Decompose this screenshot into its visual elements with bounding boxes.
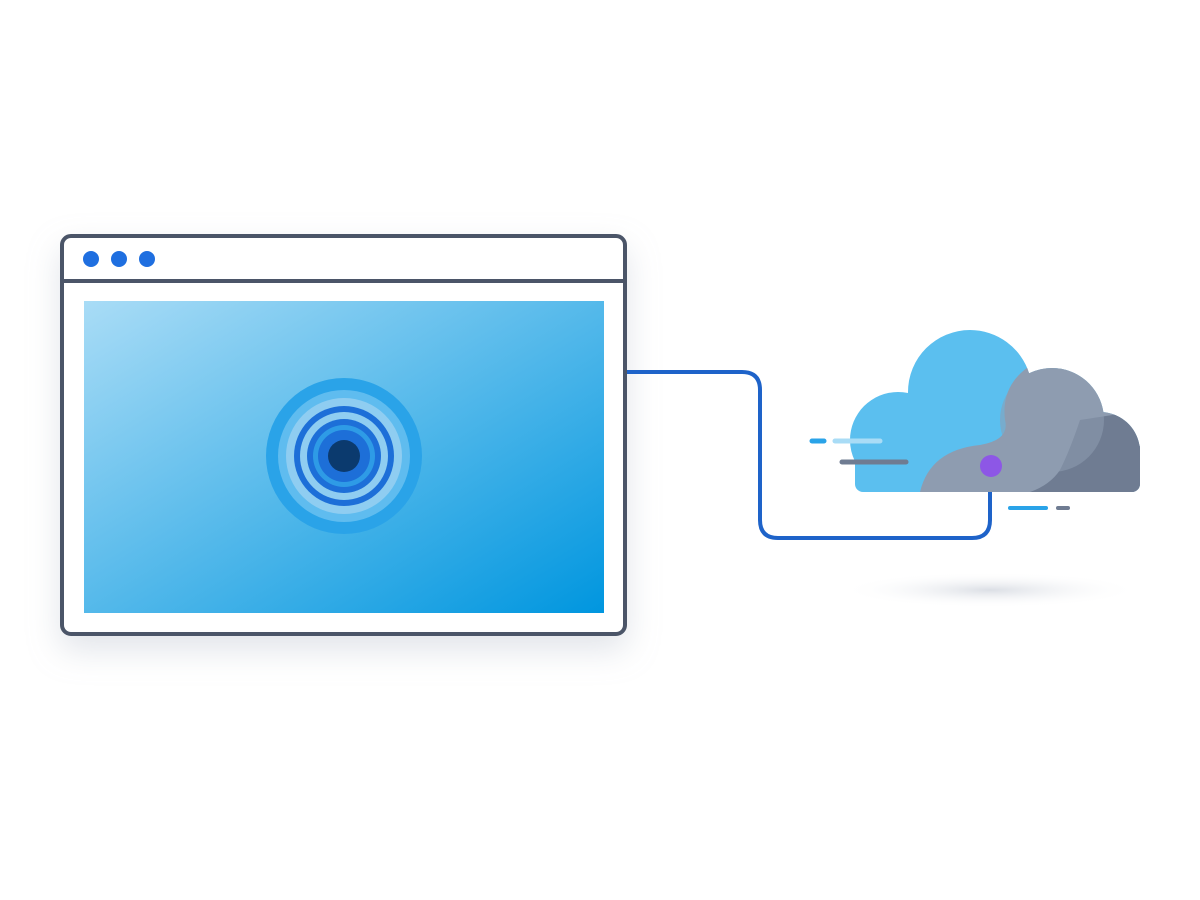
window-dot-icon (83, 251, 99, 267)
target-rings-icon (266, 378, 422, 534)
browser-window (60, 234, 627, 636)
window-dot-icon (111, 251, 127, 267)
cloud-shadow (840, 572, 1140, 608)
connection-node-icon (980, 455, 1002, 477)
cable-connector-icon (627, 370, 992, 540)
speed-lines-icon (809, 438, 1070, 510)
window-dot-icon (139, 251, 155, 267)
